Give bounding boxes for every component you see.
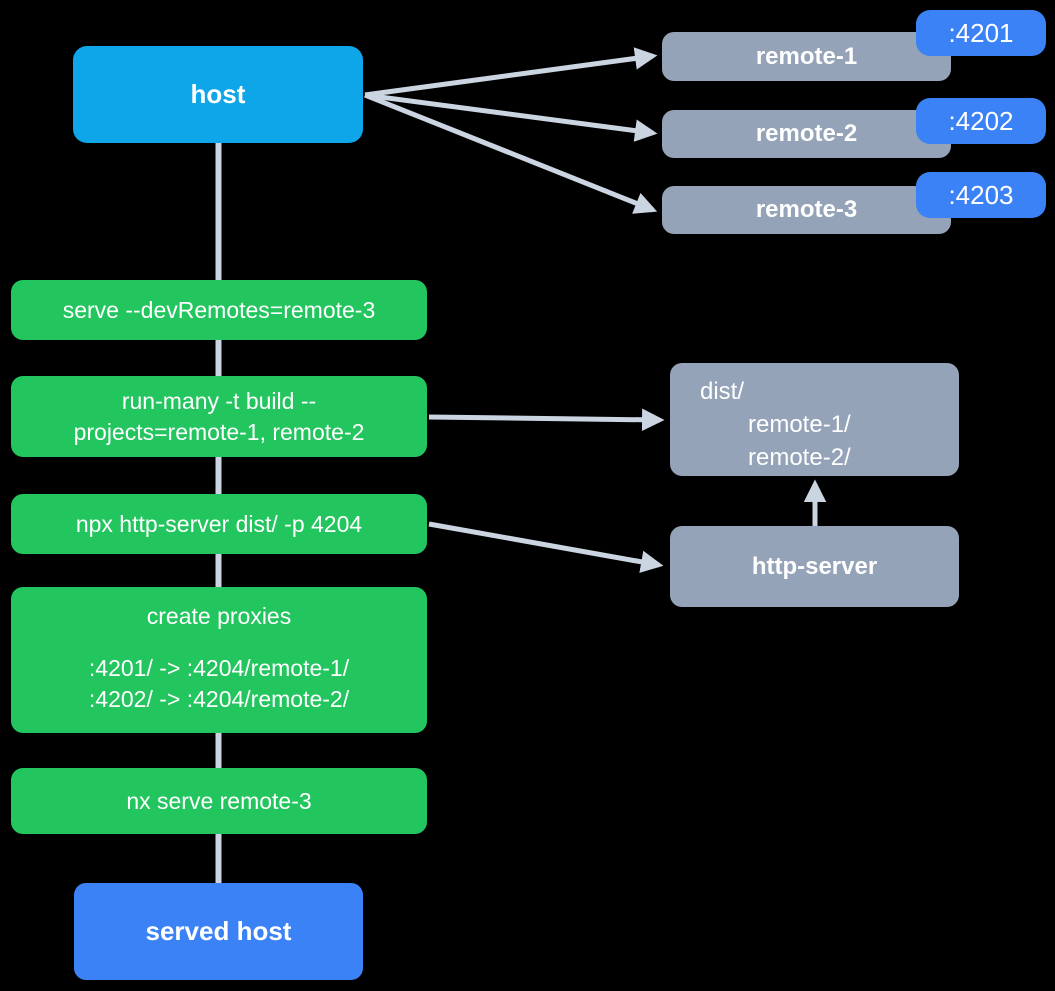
served-host-node: served host [74, 883, 363, 980]
proxy-mapping-line: :4201/ -> :4204/remote-1/ [88, 655, 350, 681]
command-npx-http-server: npx http-server dist/ -p 4204 [11, 494, 427, 554]
arrow-host-to-remote-2 [364, 92, 658, 142]
remote-2-label: remote-2 [755, 120, 858, 147]
arrow-host-to-remote-1 [364, 47, 658, 98]
http-server-node: http-server [670, 526, 959, 607]
remote-1-port-badge: :4201 [916, 10, 1046, 56]
arrow-build-to-dist [428, 408, 665, 432]
served-host-label: served host [145, 916, 292, 946]
command-line: npx http-server dist/ -p 4204 [75, 510, 363, 537]
remote-3-label: remote-3 [755, 196, 858, 223]
host-node: host [73, 46, 363, 143]
dist-folder-node: dist/ remote-1/ remote-2/ [670, 363, 959, 476]
remote-3-node: remote-3 [662, 186, 951, 234]
remote-3-port: :4203 [948, 179, 1014, 210]
remote-2-node: remote-2 [662, 110, 951, 158]
command-create-proxies: create proxies :4201/ -> :4204/remote-1/… [11, 587, 427, 733]
command-run-many-build: run-many -t build -- projects=remote-1, … [11, 376, 427, 457]
arrow-npx-to-http-server [428, 521, 664, 573]
command-line: serve --devRemotes=remote-3 [62, 296, 376, 323]
remote-1-label: remote-1 [755, 42, 858, 70]
host-label: host [190, 79, 246, 109]
command-line: run-many -t build -- [121, 387, 317, 414]
dist-remote-2-line: remote-2/ [748, 444, 851, 471]
command-nx-serve-remote-3: nx serve remote-3 [11, 768, 427, 834]
remote-1-port: :4201 [948, 17, 1014, 48]
remote-1-node: remote-1 [662, 32, 951, 81]
http-server-label: http-server [751, 552, 878, 580]
command-serve-dev-remotes: serve --devRemotes=remote-3 [11, 280, 427, 340]
arrow-host-to-remote-3 [364, 92, 658, 214]
remote-2-port: :4202 [948, 105, 1014, 136]
dist-root-line: dist/ [700, 378, 745, 405]
remote-2-port-badge: :4202 [916, 98, 1046, 144]
dist-remote-1-line: remote-1/ [748, 411, 851, 438]
command-line: projects=remote-1, remote-2 [73, 418, 365, 445]
command-title: create proxies [146, 603, 292, 629]
proxy-mapping-line: :4202/ -> :4204/remote-2/ [88, 686, 350, 712]
command-line: nx serve remote-3 [126, 787, 312, 814]
remote-3-port-badge: :4203 [916, 172, 1046, 218]
